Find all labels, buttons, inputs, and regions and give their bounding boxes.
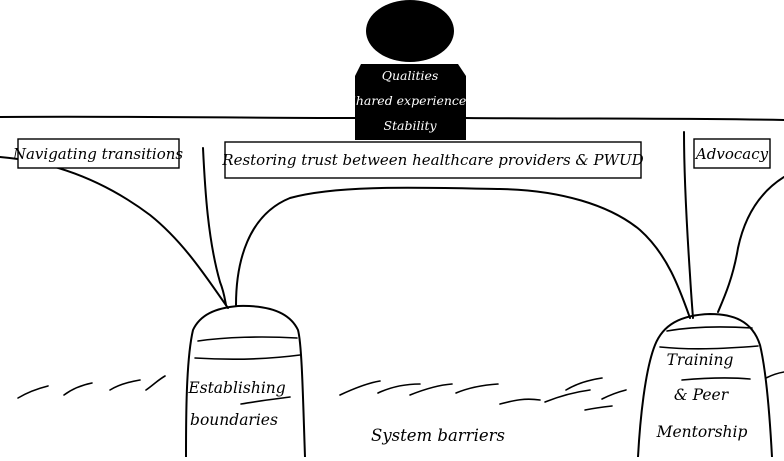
left-pillar-stroke-1 (197, 336, 298, 342)
figure-line-2: Shared experiences (347, 93, 473, 108)
left-pillar-stroke-3 (240, 396, 291, 405)
bridge-deck-top-line (0, 115, 784, 121)
left-pillar-label-line-1: Establishing (187, 379, 285, 397)
right-pillar-stroke-1 (666, 326, 753, 332)
right-pillar-outline (637, 313, 773, 458)
wave-center-1 (339, 380, 381, 396)
right-pillar-label-line-2: & Peer (674, 386, 730, 404)
deck-label-box-right (693, 138, 771, 169)
water-label: System barriers (371, 426, 505, 445)
deck-label-right: Advocacy (694, 145, 769, 163)
wave-left-4 (145, 375, 166, 391)
person-body (355, 64, 466, 140)
wave-center-8 (584, 405, 613, 411)
wave-right-1 (765, 371, 784, 379)
person-head (366, 0, 454, 62)
left-pillar-stroke-2 (194, 354, 301, 361)
main-arch (235, 186, 691, 319)
wave-center-9 (601, 389, 627, 400)
wave-center-5 (499, 398, 541, 405)
figure-line-3: Stability (383, 118, 437, 133)
deck-label-center: Restoring trust between healthcare provi… (221, 151, 643, 169)
wave-center-6 (544, 389, 591, 403)
wave-center-7 (565, 377, 603, 391)
wave-center-2 (377, 383, 421, 394)
wave-center-4 (455, 383, 499, 394)
wave-left-1 (17, 385, 49, 399)
right-pillar-stroke-3 (681, 377, 751, 381)
deck-label-box-left (17, 138, 180, 169)
right-support-curve (717, 176, 784, 313)
right-pillar-label-line-1: Training (667, 351, 734, 369)
right-pillar-stroke-2 (659, 345, 759, 350)
left-support-curve (0, 156, 229, 309)
deck-label-left: Navigating transitions (12, 145, 184, 163)
wave-left-2 (63, 382, 93, 396)
left-pillar-label-line-2: boundaries (190, 411, 278, 429)
left-pillar-outline (185, 304, 306, 458)
wave-left-3 (109, 379, 141, 391)
deck-label-box-center (224, 141, 642, 179)
wave-center-3 (409, 383, 453, 396)
right-inner-support-line (683, 131, 694, 319)
left-inner-support-line (202, 147, 227, 306)
right-pillar-label-line-3: Mentorship (656, 423, 748, 441)
figure-line-1: Qualities (382, 68, 439, 83)
